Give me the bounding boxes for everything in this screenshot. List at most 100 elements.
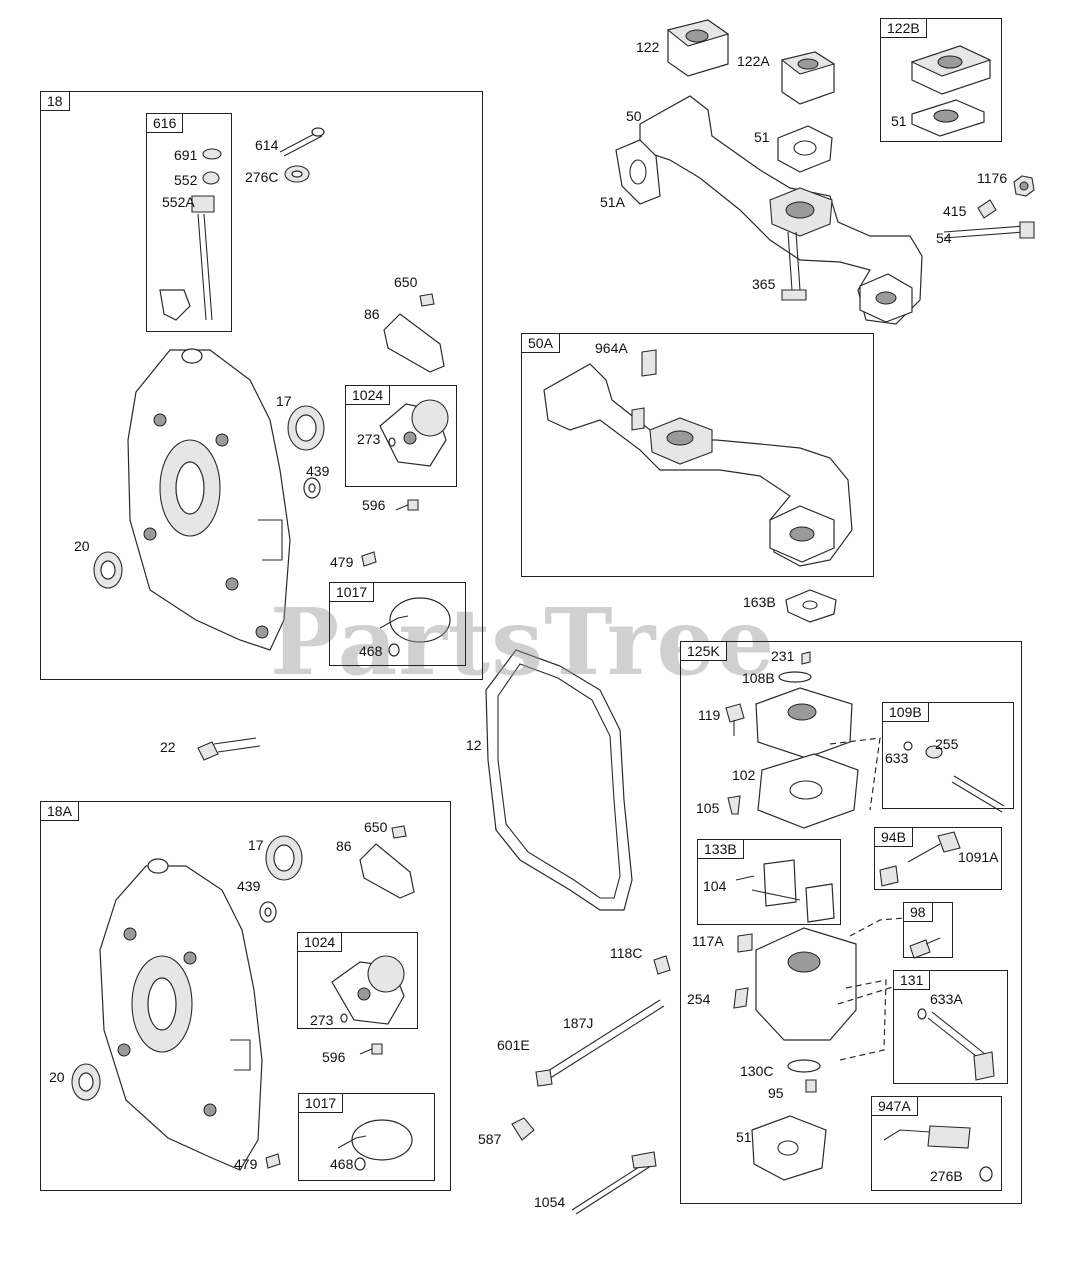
group-box-616: 616 bbox=[146, 113, 232, 332]
group-tag-1024a: 1024 bbox=[345, 385, 391, 405]
callout-51-carb: 51 bbox=[736, 1129, 752, 1145]
carb-top-108B-drawing bbox=[778, 651, 812, 683]
group-box-18A: 18A bbox=[40, 801, 451, 1191]
screw-119-drawing bbox=[725, 703, 745, 736]
callout-596b: 596 bbox=[322, 1049, 346, 1065]
screen-1017b-drawing bbox=[337, 1119, 413, 1171]
spacer-122A-drawing bbox=[780, 51, 836, 105]
callout-552: 552 bbox=[174, 172, 198, 188]
screw-54-drawing bbox=[943, 221, 1035, 239]
callout-964A: 964A bbox=[595, 340, 628, 356]
fitting-118C-drawing bbox=[653, 955, 671, 975]
spacer-122-drawing bbox=[666, 19, 730, 77]
gasket-51-top-drawing bbox=[777, 125, 833, 173]
bolt-22-drawing bbox=[197, 737, 261, 761]
screw-650a-drawing bbox=[419, 293, 435, 307]
callout-468b: 468 bbox=[330, 1156, 354, 1172]
gasket-102-drawing bbox=[757, 753, 859, 829]
dipstick-tube-187J-drawing bbox=[535, 999, 665, 1087]
callout-118C: 118C bbox=[610, 945, 643, 961]
governor-616-drawing bbox=[159, 148, 222, 321]
group-box-94B: 94B bbox=[874, 827, 1002, 890]
group-tag-1017b: 1017 bbox=[298, 1093, 344, 1113]
callout-231: 231 bbox=[771, 648, 795, 664]
group-tag-1024b: 1024 bbox=[297, 932, 343, 952]
callout-122: 122 bbox=[636, 39, 660, 55]
group-tag-18A: 18A bbox=[40, 801, 79, 821]
crankcase-cover-18-drawing bbox=[127, 348, 291, 651]
oil-pump-1024b-drawing bbox=[331, 955, 405, 1025]
callout-276B: 276B bbox=[930, 1168, 963, 1184]
callout-22: 22 bbox=[160, 739, 176, 755]
callout-86b: 86 bbox=[336, 838, 352, 854]
callout-50: 50 bbox=[626, 108, 642, 124]
callout-587: 587 bbox=[478, 1131, 502, 1147]
group-tag-50A: 50A bbox=[521, 333, 560, 353]
bearing-17a-drawing bbox=[287, 405, 325, 451]
callout-54: 54 bbox=[936, 230, 952, 246]
callout-1176: 1176 bbox=[977, 170, 1008, 186]
callout-105: 105 bbox=[696, 800, 720, 816]
oil-pump-1024a-drawing bbox=[379, 399, 449, 467]
solenoid-947A-drawing bbox=[883, 1125, 993, 1182]
seal-20b-drawing bbox=[71, 1063, 101, 1101]
callout-479b: 479 bbox=[234, 1156, 258, 1172]
callout-596a: 596 bbox=[362, 497, 386, 513]
group-tag-125K: 125K bbox=[680, 641, 727, 661]
washer-439a-drawing bbox=[303, 477, 321, 499]
group-box-122B: 122B bbox=[880, 18, 1002, 142]
solenoid-94B-drawing bbox=[879, 831, 961, 887]
seal-276C-drawing bbox=[284, 165, 310, 183]
group-tag-133B: 133B bbox=[697, 839, 744, 859]
cotter-614-drawing bbox=[279, 127, 325, 157]
callout-130C: 130C bbox=[740, 1063, 774, 1079]
callout-633A: 633A bbox=[930, 991, 963, 1007]
callout-365: 365 bbox=[752, 276, 776, 292]
linkage-line-d bbox=[837, 985, 897, 1005]
linkage-line-a bbox=[829, 737, 881, 811]
group-box-109B: 109B bbox=[882, 702, 1014, 809]
callout-20a: 20 bbox=[74, 538, 90, 554]
gasket-51A-drawing bbox=[615, 139, 661, 205]
fitting-415-drawing bbox=[977, 199, 997, 219]
callout-108B: 108B bbox=[742, 670, 775, 686]
spacer-122B-drawing bbox=[910, 45, 992, 137]
stud-365-drawing bbox=[781, 231, 807, 301]
screw-479a-drawing bbox=[361, 551, 377, 567]
group-box-1017b: 1017 bbox=[298, 1093, 435, 1181]
group-box-98: 98 bbox=[903, 902, 953, 958]
group-box-18: 18 bbox=[40, 91, 483, 680]
group-tag-109B: 109B bbox=[882, 702, 929, 722]
screw-650b-drawing bbox=[391, 825, 407, 839]
group-box-947A: 947A bbox=[871, 1096, 1002, 1191]
group-tag-98: 98 bbox=[903, 902, 933, 922]
jet-98-drawing bbox=[909, 937, 941, 959]
plate-86a-drawing bbox=[383, 313, 445, 373]
callout-601E: 601E bbox=[497, 1037, 530, 1053]
callout-163B: 163B bbox=[743, 594, 776, 610]
callout-104: 104 bbox=[703, 878, 727, 894]
seal-20a-drawing bbox=[93, 551, 123, 589]
callout-1054: 1054 bbox=[534, 1194, 566, 1210]
callout-691: 691 bbox=[174, 147, 198, 163]
callout-552A: 552A bbox=[162, 194, 195, 210]
manifold-50A-drawing bbox=[543, 349, 853, 567]
callout-255: 255 bbox=[935, 736, 959, 752]
carb-body-lower-drawing bbox=[733, 927, 857, 1093]
callout-51A: 51A bbox=[600, 194, 625, 210]
group-tag-131: 131 bbox=[893, 970, 931, 990]
linkage-line-b bbox=[849, 917, 905, 937]
screw-596b-drawing bbox=[359, 1043, 383, 1055]
group-tag-94B: 94B bbox=[874, 827, 913, 847]
callout-86a: 86 bbox=[364, 306, 380, 322]
linkage-line-c bbox=[839, 979, 887, 1061]
callout-479a: 479 bbox=[330, 554, 354, 570]
gasket-51-carb-drawing bbox=[751, 1115, 827, 1181]
group-box-131: 131 bbox=[893, 970, 1008, 1084]
callout-468a: 468 bbox=[359, 643, 383, 659]
group-box-133B: 133B bbox=[697, 839, 841, 925]
clip-587-drawing bbox=[511, 1117, 535, 1141]
callout-20b: 20 bbox=[49, 1069, 65, 1085]
callout-273b: 273 bbox=[310, 1012, 334, 1028]
